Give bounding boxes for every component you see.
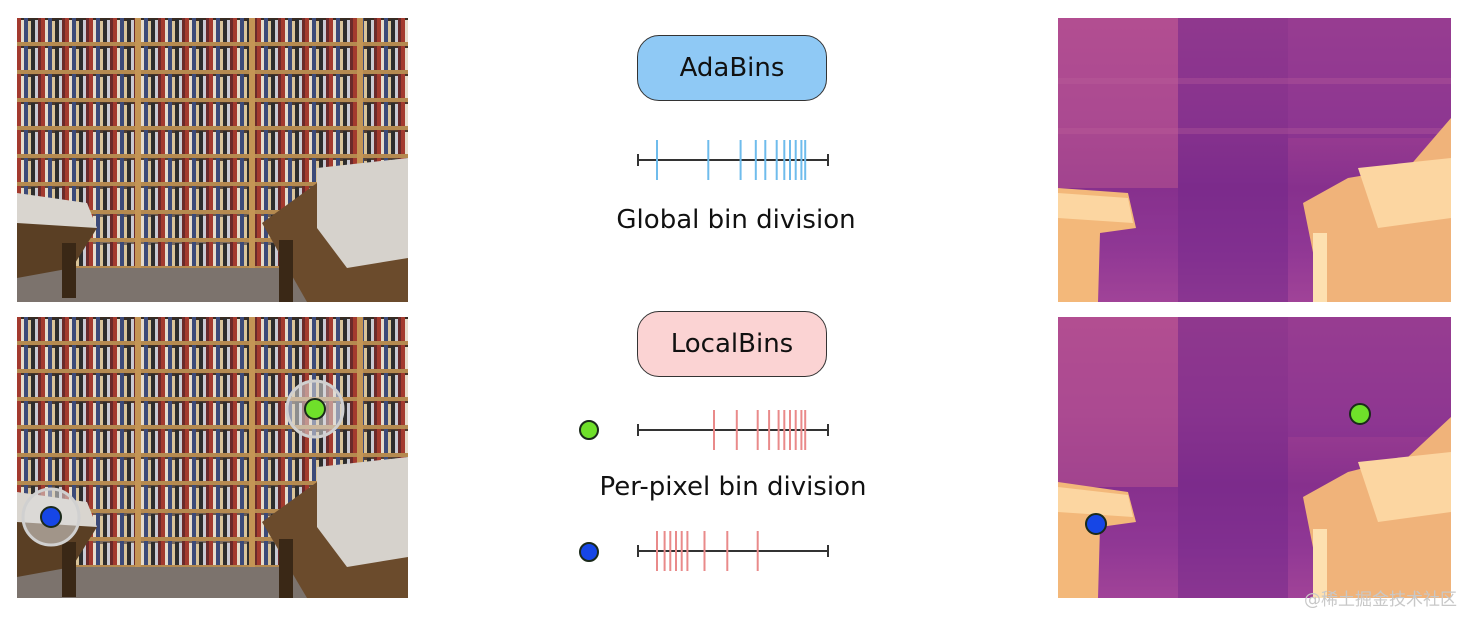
adabins-label-box: AdaBins bbox=[637, 35, 827, 101]
adabins-label: AdaBins bbox=[679, 53, 785, 83]
green-pixel-bin-axis bbox=[637, 410, 829, 450]
blue-pixel-marker bbox=[1085, 513, 1107, 535]
depth-map-adabins bbox=[1058, 18, 1451, 302]
depth-map-localbins bbox=[1058, 317, 1451, 598]
depth-map-image bbox=[1058, 18, 1451, 302]
depth-map-image bbox=[1058, 317, 1451, 598]
input-photo-top bbox=[17, 18, 408, 302]
bookshelf-scene bbox=[17, 317, 408, 598]
per-pixel-bin-caption: Per-pixel bin division bbox=[599, 472, 867, 502]
localbins-label: LocalBins bbox=[670, 329, 794, 359]
blue-pixel-legend-marker bbox=[579, 542, 599, 562]
localbins-label-box: LocalBins bbox=[637, 311, 827, 377]
green-pixel-marker bbox=[304, 398, 326, 420]
watermark: @稀土掘金技术社区 bbox=[1304, 590, 1457, 610]
global-bin-axis bbox=[637, 140, 829, 180]
green-pixel-legend-marker bbox=[579, 420, 599, 440]
input-photo-bottom bbox=[17, 317, 408, 598]
global-bin-caption: Global bin division bbox=[616, 205, 856, 235]
green-pixel-marker bbox=[1349, 403, 1371, 425]
bookshelf-scene bbox=[17, 18, 408, 302]
blue-pixel-marker bbox=[40, 506, 62, 528]
blue-pixel-bin-axis bbox=[637, 531, 829, 571]
